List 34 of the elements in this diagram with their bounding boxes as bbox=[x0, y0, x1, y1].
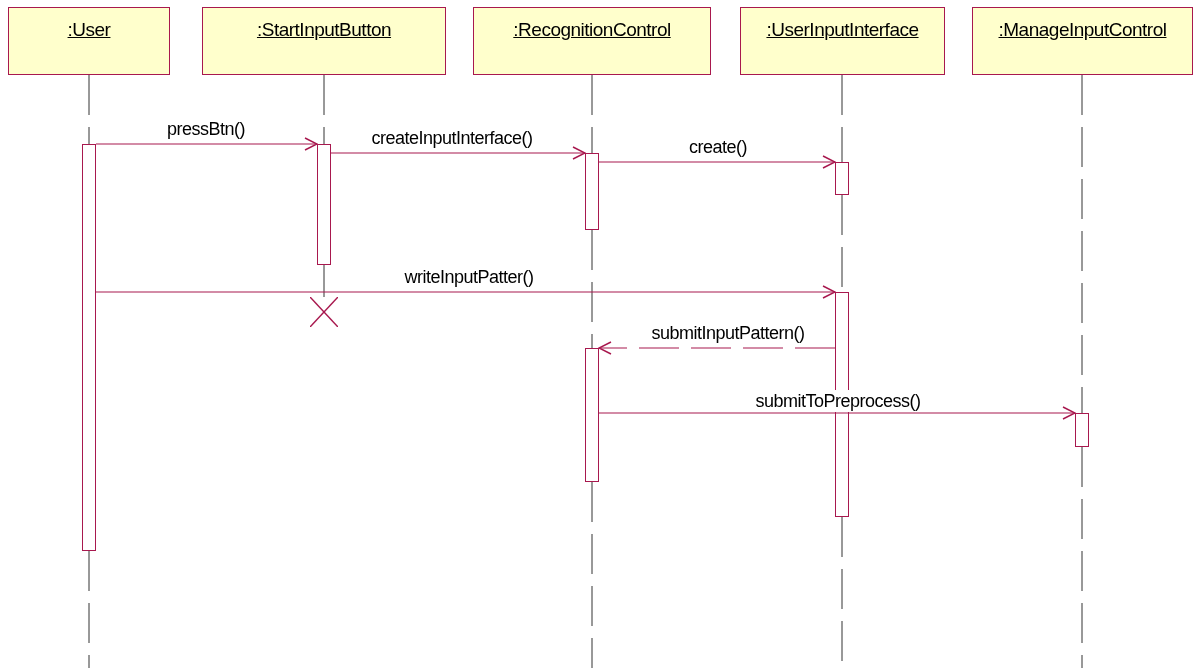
object-name: :User bbox=[67, 18, 111, 42]
object-box bbox=[972, 7, 1193, 75]
activation-bar bbox=[1075, 413, 1089, 447]
lifeline bbox=[591, 481, 593, 668]
message-arrow bbox=[330, 146, 586, 160]
lifeline bbox=[323, 264, 325, 298]
destruction-mark bbox=[310, 297, 338, 327]
lifeline bbox=[1081, 74, 1083, 414]
activation-bar bbox=[835, 162, 849, 195]
message-arrow bbox=[598, 341, 836, 355]
message-arrow bbox=[598, 155, 836, 169]
object-name: :UserInputInterface bbox=[766, 18, 919, 42]
activation-bar bbox=[585, 348, 599, 482]
object-box bbox=[202, 7, 446, 75]
lifeline bbox=[591, 229, 593, 349]
message-arrow bbox=[598, 406, 1076, 420]
lifeline bbox=[591, 74, 593, 154]
lifeline bbox=[841, 74, 843, 163]
lifeline bbox=[1081, 446, 1083, 668]
lifeline bbox=[88, 74, 90, 145]
object-name: :RecognitionControl bbox=[513, 18, 671, 42]
message-arrow bbox=[95, 137, 318, 151]
object-box bbox=[740, 7, 945, 75]
activation-bar bbox=[585, 153, 599, 230]
edge-label: submitToPreprocess() bbox=[753, 390, 923, 412]
lifeline bbox=[323, 74, 325, 145]
object-name: :StartInputButton bbox=[256, 18, 392, 42]
message-arrow bbox=[95, 285, 836, 299]
object-box bbox=[473, 7, 711, 75]
lifeline bbox=[88, 550, 90, 668]
object-name: :ManageInputControl bbox=[998, 18, 1167, 42]
object-box bbox=[8, 7, 170, 75]
activation-bar bbox=[317, 144, 331, 265]
activation-bar bbox=[82, 144, 96, 551]
